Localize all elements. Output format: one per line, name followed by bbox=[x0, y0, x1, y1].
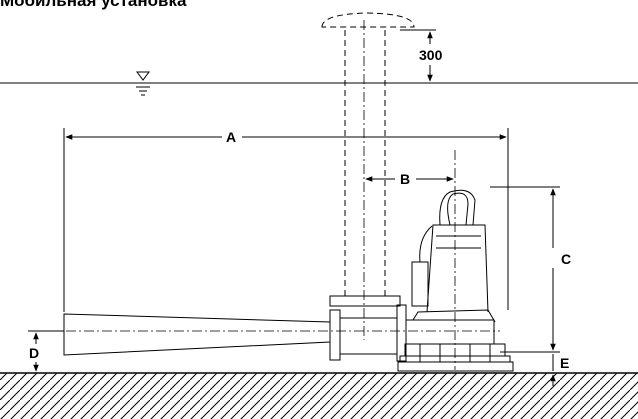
flange-top bbox=[329, 295, 401, 307]
ejector-pipe bbox=[30, 295, 500, 362]
dim-label-300: 300 bbox=[419, 47, 443, 63]
pump-base-body bbox=[405, 319, 495, 345]
ejector-cone bbox=[63, 313, 331, 356]
dim-label-e: E bbox=[560, 355, 569, 371]
dim-label-d: D bbox=[29, 345, 39, 361]
dim-label-b: B bbox=[400, 171, 410, 187]
pump-stand bbox=[397, 361, 514, 372]
diagram-title: Мобильная установка bbox=[0, 0, 187, 10]
flange-left bbox=[329, 309, 341, 361]
dimension-b: B bbox=[365, 171, 454, 187]
dimension-a: A bbox=[63, 128, 509, 312]
dim-label-c: C bbox=[561, 251, 571, 267]
dimension-e: E bbox=[550, 354, 569, 386]
pump-motor bbox=[426, 224, 489, 313]
dimension-c: C bbox=[490, 186, 571, 353]
ground bbox=[0, 372, 638, 419]
pump-handle bbox=[439, 189, 476, 226]
pipe-elbow bbox=[339, 317, 398, 355]
dimension-d: D bbox=[28, 330, 64, 372]
ground-hatch bbox=[0, 373, 638, 419]
pipe-cap bbox=[321, 12, 415, 28]
dim-label-a: A bbox=[226, 129, 236, 145]
vertical-pipe bbox=[321, 12, 415, 340]
cable-box bbox=[411, 261, 429, 307]
dimension-300: 300 bbox=[400, 29, 443, 82]
pump bbox=[397, 150, 514, 372]
water-level-symbol bbox=[136, 71, 150, 81]
water-level bbox=[0, 71, 638, 96]
